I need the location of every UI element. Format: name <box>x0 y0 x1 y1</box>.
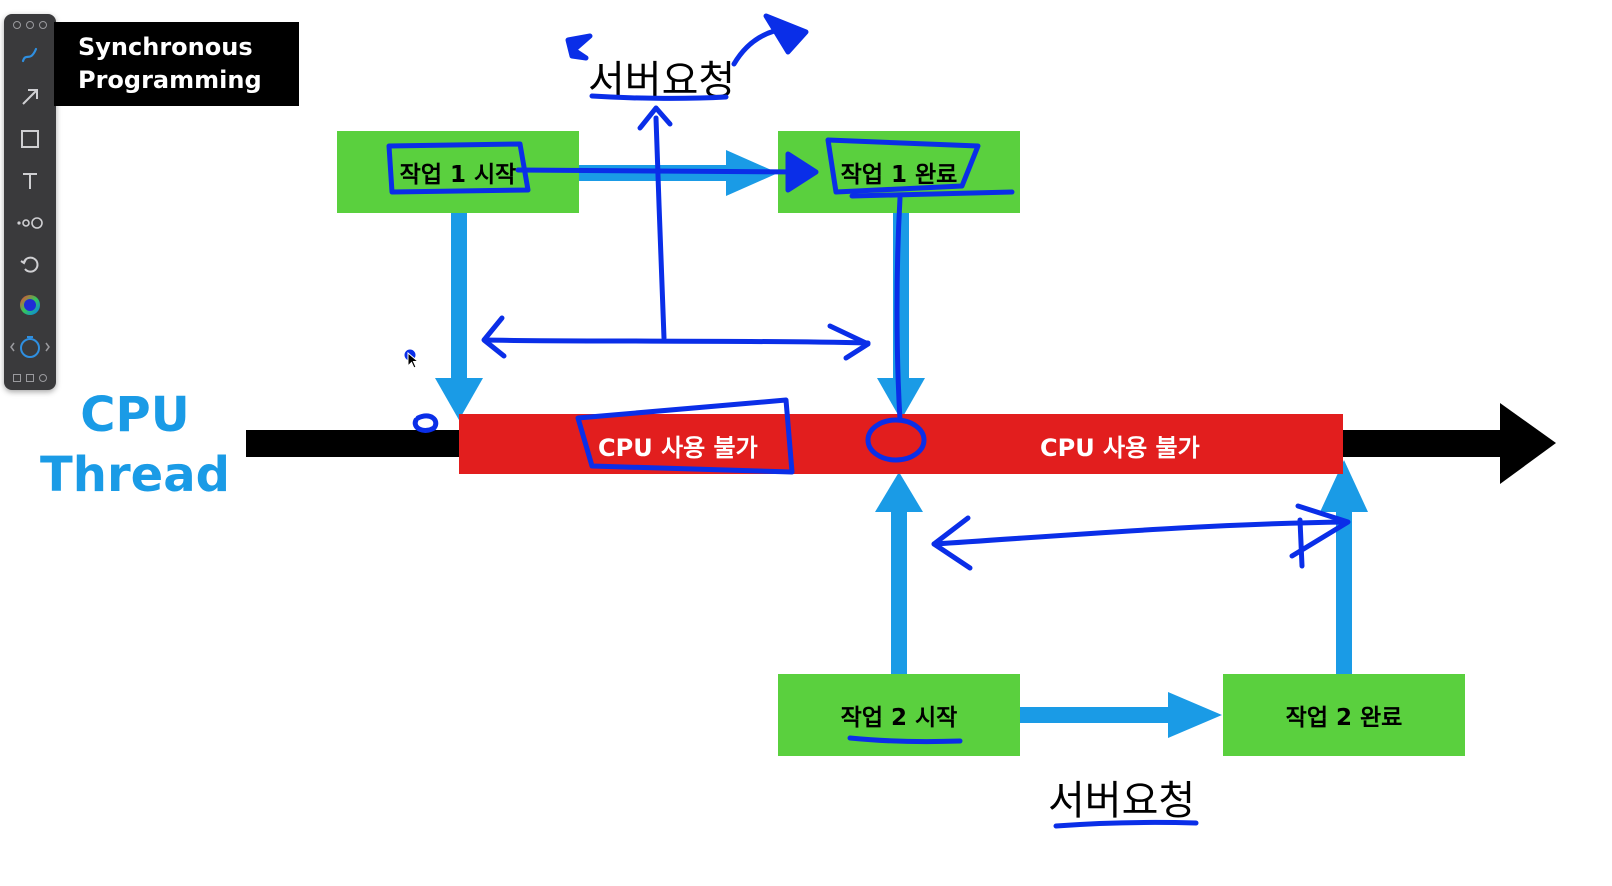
stroke-width-icon <box>17 217 43 229</box>
arrow-icon <box>22 89 38 105</box>
clear-icon[interactable] <box>26 374 34 382</box>
ink-arrowhead <box>785 151 819 193</box>
cpu-label-line-1: CPU <box>80 387 190 443</box>
hand-icon[interactable] <box>13 374 21 382</box>
ink-arrowhead-left <box>931 515 973 571</box>
close-icon[interactable] <box>13 21 21 29</box>
title-line-1: Synchronous <box>78 33 253 61</box>
flow-arrowhead <box>435 378 483 420</box>
timer-icon <box>10 336 50 358</box>
timeline-arrowhead <box>1500 403 1556 484</box>
minimize-icon[interactable] <box>39 21 47 29</box>
rectangle-icon <box>21 130 39 148</box>
ink-underline-task1-done <box>849 189 1015 199</box>
title-line-2: Programming <box>78 66 262 94</box>
color-picker[interactable] <box>4 288 56 322</box>
ink-underline-bottom <box>1053 819 1199 829</box>
timer-tool[interactable] <box>4 330 56 364</box>
exit-icon[interactable] <box>39 374 47 382</box>
pen-icon <box>21 47 38 63</box>
task2-start-label: 작업 2 시작 <box>840 705 958 731</box>
ink-arrowhead-right <box>1289 503 1351 569</box>
flow-arrowhead <box>1168 692 1222 738</box>
rectangle-tool[interactable] <box>4 122 56 156</box>
arrow-tool[interactable] <box>4 80 56 114</box>
stroke-width-tool[interactable] <box>4 206 56 240</box>
ink-circle <box>865 417 927 463</box>
toolbar-window-controls <box>4 19 56 31</box>
ink-curve-arrowhead <box>763 13 809 55</box>
text-tool[interactable] <box>4 164 56 198</box>
flow-arrow-task2-done-up <box>1336 508 1352 676</box>
annotation-toolbar <box>4 14 56 390</box>
cpu-unavailable-label-right: CPU 사용 불가 <box>1040 434 1200 462</box>
ink-box-task1-start <box>386 141 531 195</box>
cpu-unavailable-label-left: CPU 사용 불가 <box>598 434 758 462</box>
task2-done-label: 작업 2 완료 <box>1285 705 1403 731</box>
settings-icon[interactable] <box>26 21 34 29</box>
ink-box-task1-done <box>825 137 981 195</box>
ink-underline-task2-start <box>847 735 963 745</box>
pen-tool[interactable] <box>4 38 56 72</box>
task1-start-label: 작업 1 시작 <box>399 162 517 188</box>
flow-arrow-task2-up <box>891 508 907 676</box>
ink-double-arrow-lower <box>931 519 1349 547</box>
mouse-cursor-icon <box>407 352 420 369</box>
ink-arrowhead-left <box>481 315 507 359</box>
toolbar-footer-controls <box>4 372 56 384</box>
cpu-thread-label: CPU Thread <box>30 385 240 505</box>
flow-arrow-task2-right <box>1020 707 1172 723</box>
ink-star <box>565 33 593 61</box>
slide-title: Synchronous Programming <box>54 22 299 106</box>
cpu-label-line-2: Thread <box>40 447 230 503</box>
flow-arrow-task1-down <box>451 212 467 382</box>
ink-arrowhead-up <box>637 105 673 131</box>
ink-box-cpu-unavailable <box>575 397 795 475</box>
ink-arrowhead-right <box>827 323 871 361</box>
server-request-annotation-bottom: 서버요청 <box>1048 778 1196 824</box>
color-picker-icon <box>20 295 40 315</box>
text-icon <box>23 173 37 189</box>
undo-icon <box>20 256 39 273</box>
ink-scribble <box>412 413 439 433</box>
undo-tool[interactable] <box>4 248 56 282</box>
flow-arrowhead <box>875 472 923 512</box>
ink-line-down <box>894 195 903 423</box>
ink-arrow-up-server <box>653 115 667 341</box>
task1-done-label: 작업 1 완료 <box>840 162 958 188</box>
task2-done-box: 작업 2 완료 <box>1223 674 1465 756</box>
flow-arrowhead <box>1320 460 1368 512</box>
ink-underline-top <box>589 93 729 101</box>
ink-double-arrow-upper <box>483 337 871 346</box>
